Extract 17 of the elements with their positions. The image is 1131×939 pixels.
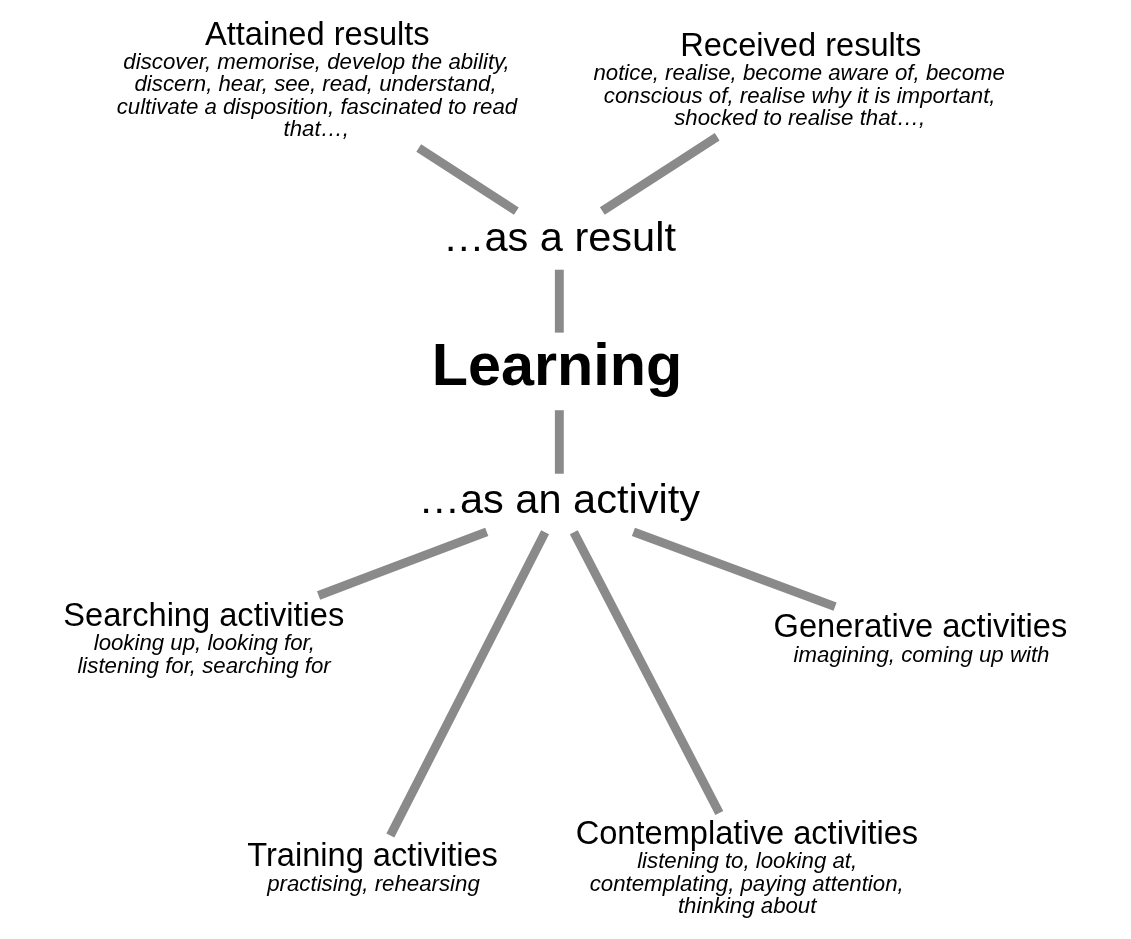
connector [385, 530, 549, 838]
node-text: Learning [431, 330, 682, 398]
node-text: …as an activity [417, 475, 700, 523]
connector [415, 144, 519, 215]
connector [554, 410, 564, 474]
node-text: Contemplative activities listening to, looking at, contemplating, paying attention, thinking about [575, 814, 918, 918]
node-text: Attained results discover, memorise, develop the ability, discern, hear, see, read, understand, cultivate a disposition, fascinated to read that…, [116, 14, 517, 141]
node-text: Generative activities imagining, coming up with [773, 607, 1067, 667]
node-text: Received results notice, realise, become aware of, become conscious of, realise why it is important, shocked to realise that…, [592, 25, 1005, 130]
node-text: Searching activities looking up, looking for, listening for, searching for [62, 596, 344, 678]
connector [569, 530, 723, 816]
connector [316, 527, 488, 600]
node-text: …as a result [442, 212, 676, 260]
node-text: Training activities practising, rehearsing [246, 836, 498, 896]
connector [554, 269, 564, 333]
connector [631, 527, 837, 611]
connector [599, 133, 720, 215]
